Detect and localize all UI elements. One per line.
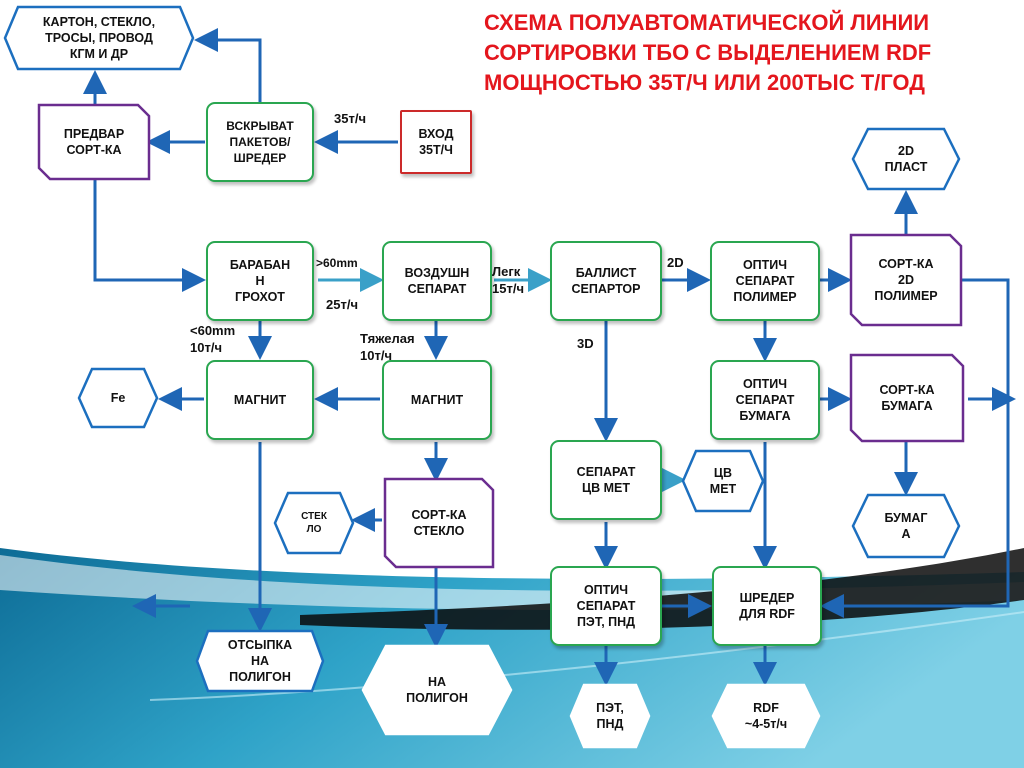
optich-bumaga-node: ОПТИЧ СЕПАРАТ БУМАГА <box>710 360 820 440</box>
sort-steklo-node: СОРТ-КА СТЕКЛО <box>383 477 495 569</box>
sort-2d-shape <box>849 233 963 327</box>
edge-label-light: Легк 15т/ч <box>492 264 524 296</box>
magnit1-node: МАГНИТ <box>206 360 314 440</box>
predvar-node: ПРЕДВАР СОРТ-КА <box>37 103 151 181</box>
cv-met-shape <box>681 449 765 513</box>
plast-2d-label: 2D ПЛАСТ <box>884 144 928 174</box>
fe-node: Fe <box>77 367 159 429</box>
arrow-vskryvat-karton <box>194 28 262 102</box>
fe-shape <box>77 367 159 429</box>
karton-label: КАРТОН, СТЕКЛО, ТРОСЫ, ПРОВОД КГМ И ДР <box>42 15 156 61</box>
cv-met-label: ЦВ МЕТ <box>709 466 737 496</box>
vozdush-node: ВОЗДУШН СЕПАРАТ <box>382 241 492 321</box>
sort-bumaga-label: СОРТ-КА БУМАГА <box>879 383 935 413</box>
magnit1-label: МАГНИТ <box>233 393 287 407</box>
vskryvat-node: ВСКРЫВАТ ПАКЕТОВ/ ШРЕДЕР <box>206 102 314 182</box>
vskryvat-label: ВСКРЫВАТ ПАКЕТОВ/ ШРЕДЕР <box>226 119 294 165</box>
na-poligon-shape <box>361 644 513 736</box>
arrow-right-bus <box>820 278 1010 618</box>
predvar-shape <box>37 103 151 181</box>
optich-pet-node: ОПТИЧ СЕПАРАТ ПЭТ, ПНД <box>550 566 662 646</box>
optich-bumaga-label: ОПТИЧ СЕПАРАТ БУМАГА <box>735 377 795 423</box>
baraban-label: БАРАБАН Н ГРОХОТ <box>229 258 291 304</box>
bumaga-node: БУМАГ А <box>851 493 961 559</box>
sort-2d-node: СОРТ-КА 2D ПОЛИМЕР <box>849 233 963 327</box>
na-poligon-node: НА ПОЛИГОН <box>361 644 513 736</box>
sort-steklo-shape <box>383 477 495 569</box>
karton-node: КАРТОН, СТЕКЛО, ТРОСЫ, ПРОВОД КГМ И ДР <box>3 5 195 71</box>
separat-cv-node: СЕПАРАТ ЦВ МЕТ <box>550 440 662 520</box>
na-poligon-label: НА ПОЛИГОН <box>406 675 468 705</box>
pet-pnd-shape <box>569 683 651 749</box>
edge-label-lt60: <60mm 10т/ч <box>190 323 236 355</box>
steklo-node: СТЕК ЛО <box>273 491 355 555</box>
ballist-node: БАЛЛИСТ СЕПАРТОР <box>550 241 662 321</box>
pet-pnd-node: ПЭТ, ПНД <box>569 683 651 749</box>
baraban-node: БАРАБАН Н ГРОХОТ <box>206 241 314 321</box>
cv-met-node: ЦВ МЕТ <box>681 449 765 513</box>
optich-polimer-label: ОПТИЧ СЕПАРАТ ПОЛИМЕР <box>733 258 797 304</box>
separat-cv-label: СЕПАРАТ ЦВ МЕТ <box>576 465 636 495</box>
pet-pnd-label: ПЭТ, ПНД <box>596 701 624 731</box>
plast-2d-shape <box>851 127 961 191</box>
sort-2d-label: СОРТ-КА 2D ПОЛИМЕР <box>874 257 938 303</box>
predvar-label: ПРЕДВАР СОРТ-КА <box>63 127 125 157</box>
rdf-out-label: RDF ~4-5т/ч <box>744 701 788 731</box>
shreder-rdf-label: ШРЕДЕР ДЛЯ RDF <box>739 591 795 621</box>
arrow-predvar-baraban <box>93 180 206 292</box>
shreder-rdf-node: ШРЕДЕР ДЛЯ RDF <box>712 566 822 646</box>
sort-bumaga-node: СОРТ-КА БУМАГА <box>849 353 965 443</box>
vhod-node: ВХОД 35Т/Ч <box>400 110 472 174</box>
otsypka-node: ОТСЫПКА НА ПОЛИГОН <box>195 629 325 693</box>
rdf-out-node: RDF ~4-5т/ч <box>711 683 821 749</box>
edge-label-in-rate: 35т/ч <box>334 111 366 126</box>
edge-label-heavy: Тяжелая 10т/ч <box>360 331 415 363</box>
steklo-shape <box>273 491 355 555</box>
sort-steklo-label: СОРТ-КА СТЕКЛО <box>411 508 467 538</box>
karton-shape <box>3 5 195 71</box>
vhod-label: ВХОД 35Т/Ч <box>418 127 454 157</box>
otsypka-label: ОТСЫПКА НА ПОЛИГОН <box>227 638 293 684</box>
edge-label-2d: 2D <box>667 255 684 270</box>
sort-bumaga-shape <box>849 353 965 443</box>
vozdush-label: ВОЗДУШН СЕПАРАТ <box>404 266 470 296</box>
bumaga-shape <box>851 493 961 559</box>
fe-label: Fe <box>110 391 126 405</box>
edge-label-rate25: 25т/ч <box>326 297 358 312</box>
optich-polimer-node: ОПТИЧ СЕПАРАТ ПОЛИМЕР <box>710 241 820 321</box>
rdf-out-shape <box>711 683 821 749</box>
plast-2d-node: 2D ПЛАСТ <box>851 127 961 191</box>
otsypka-shape <box>195 629 325 693</box>
optich-pet-label: ОПТИЧ СЕПАРАТ ПЭТ, ПНД <box>576 583 636 629</box>
diagram-title: СХЕМА ПОЛУАВТОМАТИЧЕСКОЙ ЛИНИИ СОРТИРОВК… <box>484 10 932 95</box>
ballist-label: БАЛЛИСТ СЕПАРТОР <box>571 266 641 296</box>
magnit2-node: МАГНИТ <box>382 360 492 440</box>
edge-label-3d: 3D <box>577 336 594 351</box>
magnit2-label: МАГНИТ <box>410 393 464 407</box>
edge-label-gt60: >60mm <box>316 256 358 270</box>
bumaga-label: БУМАГ А <box>884 511 928 541</box>
steklo-label: СТЕК ЛО <box>301 511 327 535</box>
